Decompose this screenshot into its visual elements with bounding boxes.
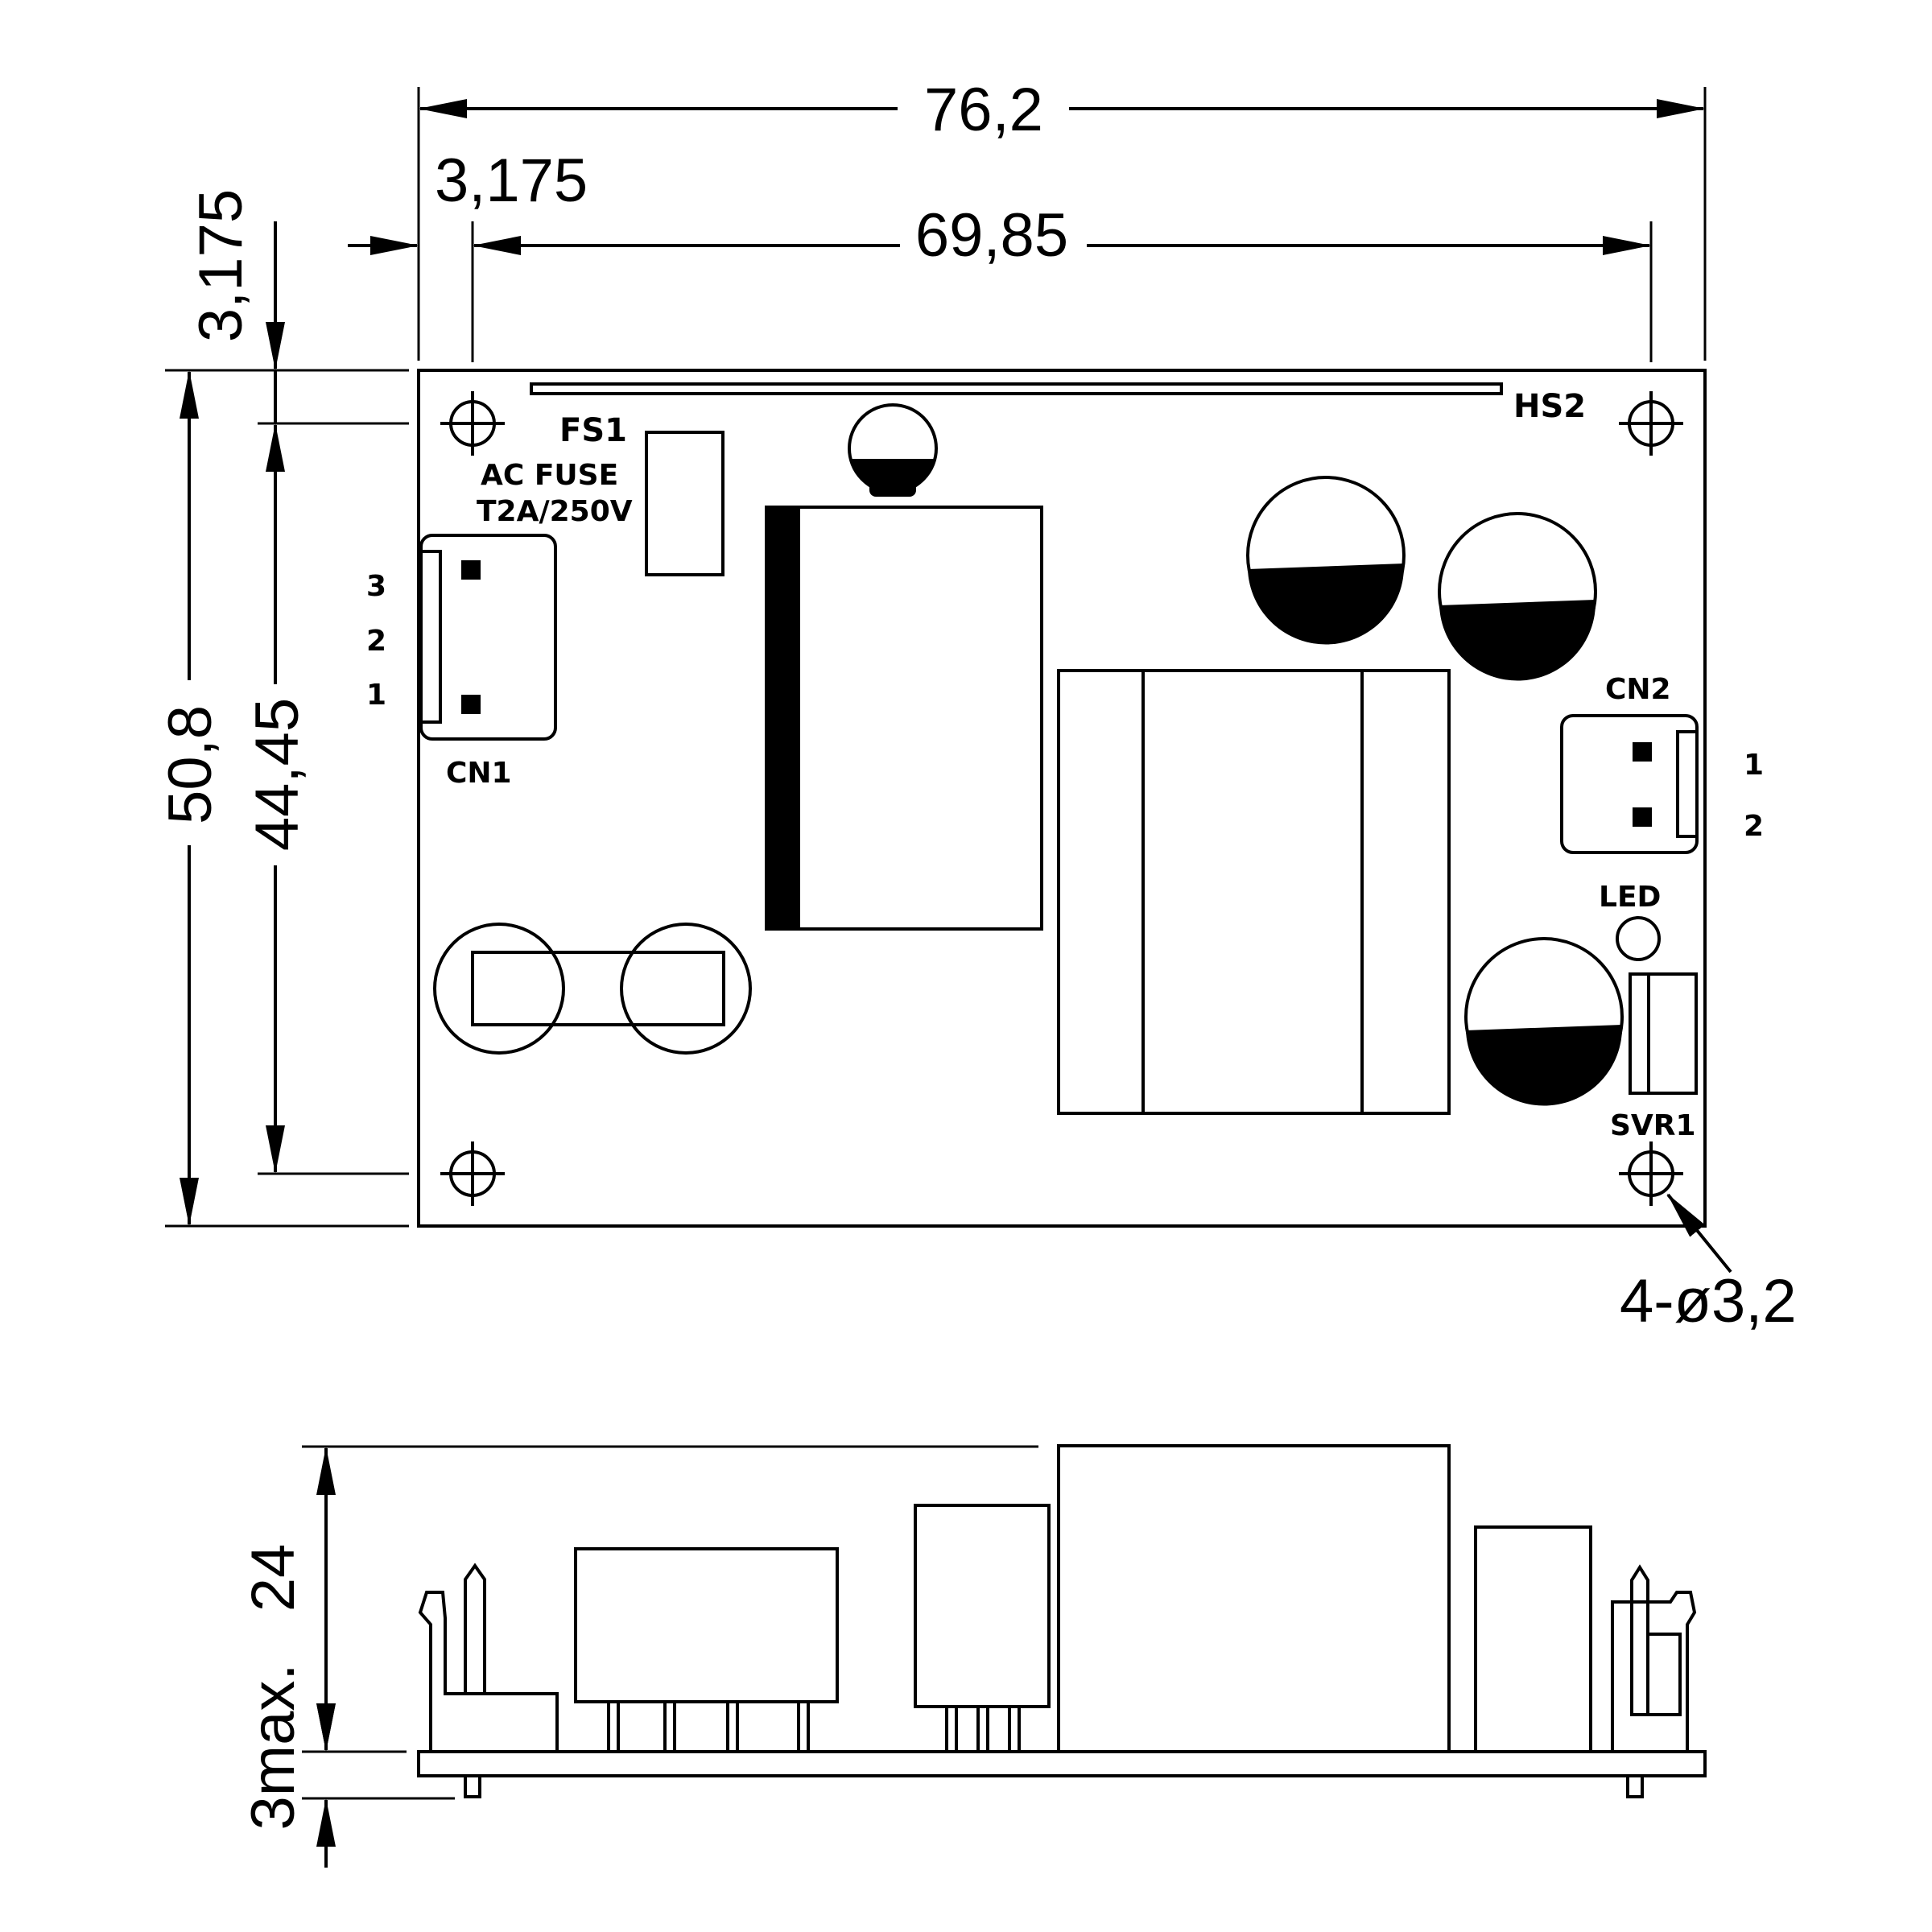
capacitor-1 [1246, 476, 1406, 645]
led-label: LED [1599, 881, 1661, 914]
fuse-fs1 [645, 431, 724, 576]
trimmer-svr1 [1629, 972, 1698, 1095]
side-pin-left [464, 1774, 481, 1798]
mounting-hole-top-left [440, 391, 505, 456]
dim-hole-spacing-x: 69,85 [915, 201, 1068, 270]
side-choke [574, 1547, 839, 1753]
side-view: 24 3max. [239, 1444, 1707, 1868]
led-indicator [1616, 916, 1661, 961]
cn1-pin-2: 2 [366, 625, 386, 658]
side-output-capacitor [1474, 1525, 1592, 1753]
mounting-hole-top-right [1619, 391, 1683, 456]
side-cn2 [1611, 1564, 1697, 1752]
fuse-rating-label: T2A/250V [477, 495, 633, 528]
ac-fuse-label: AC FUSE [481, 459, 618, 492]
top-view: HS2 FS1 AC FUSE T2A/250V [156, 76, 1797, 1335]
fs1-label: FS1 [559, 412, 627, 449]
dim-pin-protrusion: 3max. [239, 1664, 308, 1831]
cn1-pin-1: 1 [366, 679, 386, 712]
hs2-label: HS2 [1513, 388, 1586, 425]
board-outline [417, 369, 1707, 1228]
capacitor-2 [1438, 512, 1597, 681]
side-capacitor [914, 1504, 1051, 1753]
mounting-hole-bottom-right [1619, 1141, 1683, 1206]
dim-overall-height: 50,8 [156, 705, 225, 824]
bridge-component [433, 923, 752, 1055]
side-pin-right [1626, 1774, 1644, 1798]
heatsink-strip [530, 382, 1503, 395]
dim-overall-width: 76,2 [924, 76, 1043, 144]
cn1-label: CN1 [446, 757, 512, 790]
cn2-label: CN2 [1605, 673, 1671, 706]
side-transformer [1057, 1444, 1451, 1753]
cn2-pin-1: 1 [1744, 749, 1764, 782]
cn1-pin-3: 3 [366, 570, 386, 603]
side-pcb [417, 1750, 1707, 1777]
small-capacitor [848, 403, 938, 497]
mounting-hole-bottom-left [440, 1141, 505, 1206]
svr1-label: SVR1 [1610, 1109, 1696, 1142]
connector-cn2 [1560, 714, 1699, 854]
dim-hole-offset-x: 3,175 [435, 147, 588, 215]
input-choke [765, 506, 1043, 931]
capacitor-3 [1464, 937, 1624, 1106]
dim-hole-spacing-y: 44,45 [243, 698, 312, 851]
dim-mounting-holes: 4-ø3,2 [1620, 1267, 1797, 1335]
dim-component-height: 24 [239, 1544, 308, 1612]
cn2-pin-2: 2 [1744, 810, 1764, 843]
dim-hole-offset-y: 3,175 [187, 189, 255, 342]
side-cn1 [418, 1563, 559, 1752]
transformer [1057, 669, 1451, 1115]
connector-cn1 [419, 534, 557, 741]
